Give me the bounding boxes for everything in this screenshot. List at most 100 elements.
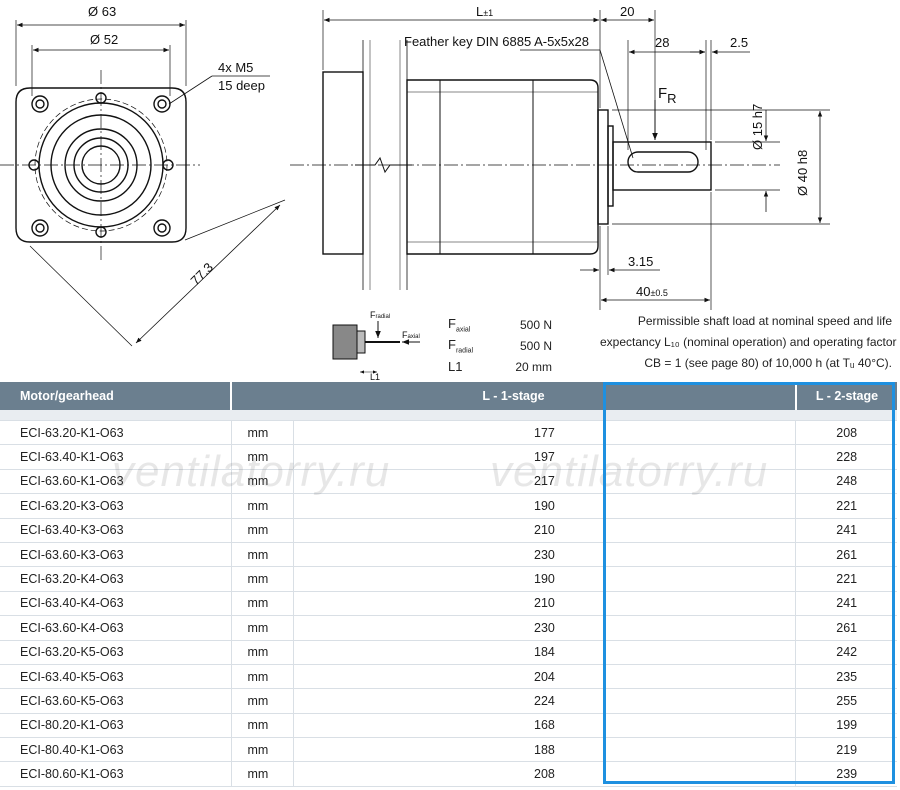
cell-l2: 241 xyxy=(795,591,897,617)
front-view xyxy=(0,20,286,347)
cell-l2: 241 xyxy=(795,518,897,543)
cell-l1: 217 xyxy=(292,469,796,495)
cell-l1: 210 xyxy=(292,591,796,617)
dim-diagonal: 77.3 xyxy=(188,260,217,289)
dim-outer-diameter: Ø 63 xyxy=(88,4,116,19)
cell-l1: 190 xyxy=(292,566,796,592)
cell-l1: 224 xyxy=(292,688,796,714)
cell-l1: 210 xyxy=(292,518,796,543)
cell-name: ECI-80.40-K1-O63 xyxy=(0,737,231,763)
cell-name: ECI-63.20-K1-O63 xyxy=(0,420,231,446)
cell-l2: 255 xyxy=(795,688,897,714)
dim-spigot-diameter: Ø 40 h8 xyxy=(795,150,810,196)
cell-unit: mm xyxy=(230,664,293,690)
cell-name: ECI-63.20-K3-O63 xyxy=(0,493,231,519)
cell-l2: 248 xyxy=(795,469,897,495)
dim-spigot-length: 3.15 xyxy=(628,254,653,269)
cell-unit: mm xyxy=(230,713,293,739)
cell-unit: mm xyxy=(230,518,293,543)
cell-name: ECI-63.40-K3-O63 xyxy=(0,518,231,543)
cell-unit: mm xyxy=(230,542,293,568)
cell-l2: 219 xyxy=(795,737,897,763)
mini-l1: L1 xyxy=(370,372,380,382)
cell-unit: mm xyxy=(230,493,293,519)
load-diagram xyxy=(332,321,420,374)
mini-f-radial: Fradial xyxy=(370,310,390,320)
cell-l1: 188 xyxy=(292,737,796,763)
cell-unit: mm xyxy=(230,469,293,495)
cell-unit: mm xyxy=(230,420,293,446)
cell-unit: mm xyxy=(230,591,293,617)
header-1-stage: L - 1-stage xyxy=(230,382,796,410)
dim-flange-length: 40±0.5 xyxy=(636,284,668,299)
cell-name: ECI-63.20-K4-O63 xyxy=(0,566,231,592)
dim-shaft-diameter: Ø 15 h7 xyxy=(750,104,765,150)
cell-l2: 199 xyxy=(795,713,897,739)
dim-length: L±1 xyxy=(476,4,493,19)
cell-l1: 197 xyxy=(292,444,796,470)
dimension-table: Motor/gearhead L - 1-stage L - 2-stage E… xyxy=(0,382,897,787)
cell-name: ECI-63.60-K4-O63 xyxy=(0,615,231,641)
cell-name: ECI-80.60-K1-O63 xyxy=(0,761,231,787)
thread-label: 4x M5 xyxy=(218,60,253,75)
cell-l2: 221 xyxy=(795,493,897,519)
cell-unit: mm xyxy=(230,688,293,714)
cell-l1: 204 xyxy=(292,664,796,690)
cell-l2: 261 xyxy=(795,615,897,641)
cell-l2: 228 xyxy=(795,444,897,470)
cell-name: ECI-63.40-K4-O63 xyxy=(0,591,231,617)
mini-f-axial: Faxial xyxy=(402,330,420,340)
cell-l1: 177 xyxy=(292,420,796,446)
cell-l1: 168 xyxy=(292,713,796,739)
cell-l2: 239 xyxy=(795,761,897,787)
technical-drawing: Ø 63 Ø 52 4x M5 15 deep 77.3 xyxy=(0,4,830,382)
cell-unit: mm xyxy=(230,615,293,641)
cell-l2: 221 xyxy=(795,566,897,592)
dim-shaft-length: 20 xyxy=(620,4,634,19)
force-label: FR xyxy=(658,85,677,106)
cell-name: ECI-63.40-K5-O63 xyxy=(0,664,231,690)
cell-l1: 208 xyxy=(292,761,796,787)
cell-name: ECI-63.40-K1-O63 xyxy=(0,444,231,470)
dim-pitch-diameter: Ø 52 xyxy=(90,32,118,47)
cell-l1: 230 xyxy=(292,542,796,568)
side-view xyxy=(290,10,830,310)
shaft-load-note: Permissible shaft load at nominal speed … xyxy=(600,314,897,370)
dim-key-length: 28 xyxy=(655,35,669,50)
cell-name: ECI-80.20-K1-O63 xyxy=(0,713,231,739)
cell-l2: 261 xyxy=(795,542,897,568)
header-2-stage: L - 2-stage xyxy=(794,382,897,410)
cell-l2: 235 xyxy=(795,664,897,690)
cell-unit: mm xyxy=(230,640,293,665)
watermark: ventilatorry.ru xyxy=(490,447,769,496)
watermark: ventilatorry.ru xyxy=(112,447,391,496)
cell-unit: mm xyxy=(230,737,293,763)
cell-unit: mm xyxy=(230,761,293,787)
cell-l1: 190 xyxy=(292,493,796,519)
cell-name: ECI-63.60-K1-O63 xyxy=(0,469,231,495)
cell-name: ECI-63.60-K5-O63 xyxy=(0,688,231,714)
cell-l2: 208 xyxy=(795,420,897,446)
cell-name: ECI-63.20-K5-O63 xyxy=(0,640,231,665)
cell-l1: 230 xyxy=(292,615,796,641)
cell-l1: 184 xyxy=(292,640,796,665)
cell-unit: mm xyxy=(230,444,293,470)
cell-l2: 242 xyxy=(795,640,897,665)
